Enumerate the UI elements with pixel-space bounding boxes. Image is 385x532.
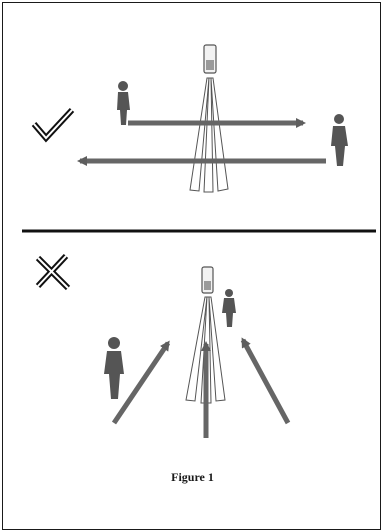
sensor-beams: [190, 78, 228, 192]
panel-incorrect: [38, 256, 288, 438]
person-figure: [331, 114, 348, 166]
sensor-device: [202, 267, 213, 293]
figure-caption: Figure 1: [0, 470, 385, 485]
approach-arrow-right: [243, 340, 288, 423]
person-figure: [117, 81, 130, 125]
panel-correct: [34, 45, 348, 192]
person-figure: [222, 289, 236, 327]
approach-arrow-left: [114, 343, 168, 423]
person-figure: [104, 337, 124, 399]
cross-icon: [38, 256, 68, 288]
checkmark-icon: [34, 110, 72, 138]
sensor-device: [204, 45, 216, 73]
